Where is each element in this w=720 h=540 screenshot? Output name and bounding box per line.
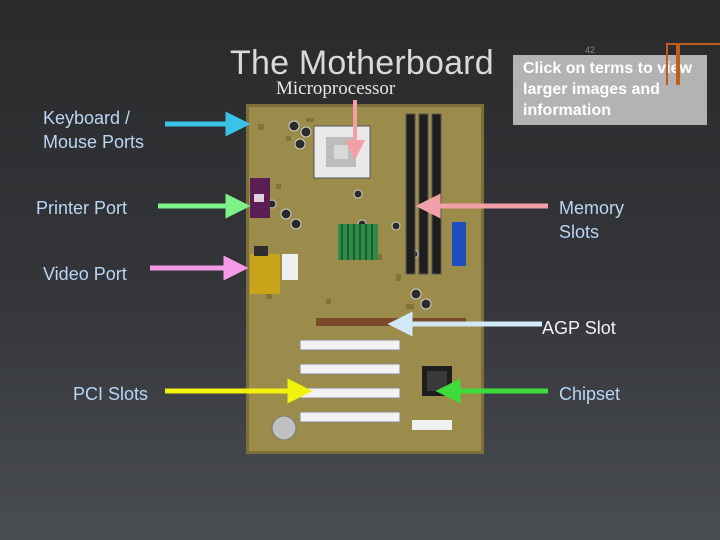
instruction-box: Click on terms to view larger images and… (513, 55, 707, 125)
chipset-link[interactable]: Chipset (559, 384, 621, 404)
memory-slots-link[interactable]: Memory Slots (559, 198, 625, 242)
keyboard-mouse-ports-link[interactable]: Keyboard / Mouse Ports (43, 108, 145, 152)
corner-accent-decoration (666, 43, 720, 85)
printer-port-link[interactable]: Printer Port (36, 198, 128, 218)
slide-number: 42 (585, 45, 596, 55)
microprocessor-label[interactable]: Microprocessor (276, 78, 396, 99)
motherboard-image (246, 104, 484, 454)
pci-slots-link[interactable]: PCI Slots (73, 384, 149, 404)
slide-title: The Motherboard (230, 44, 494, 82)
agp-slot-link[interactable]: AGP Slot (542, 318, 616, 338)
video-port-link[interactable]: Video Port (43, 264, 127, 284)
